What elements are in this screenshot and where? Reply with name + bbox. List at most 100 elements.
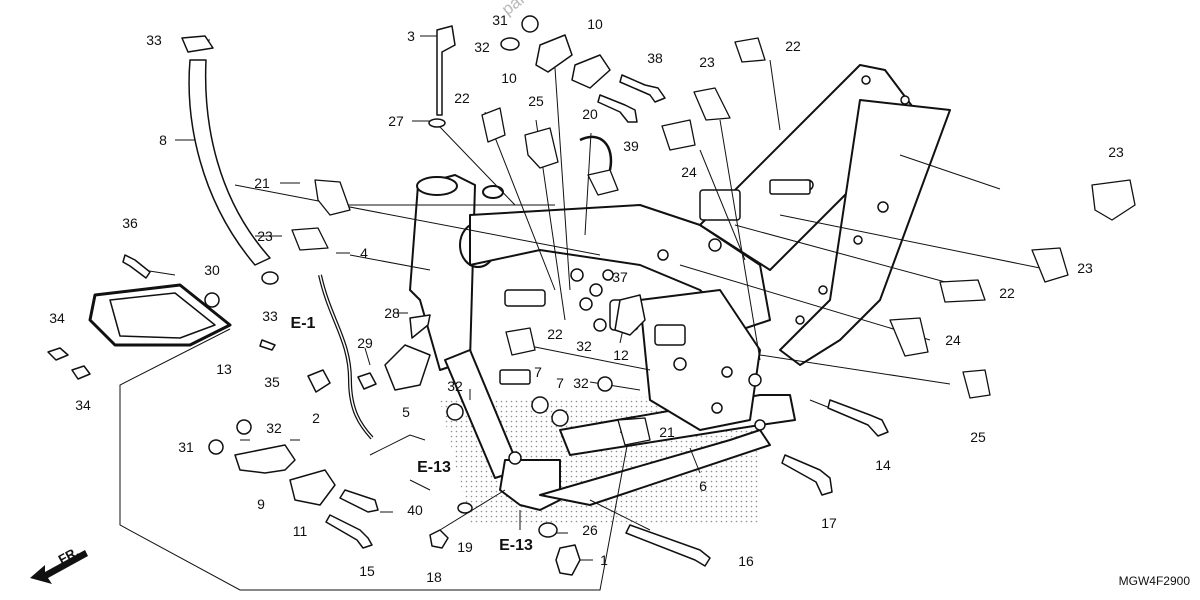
nut-29 [357, 372, 377, 390]
main-frame [409, 64, 951, 511]
callout-23b: 23 [257, 228, 273, 244]
callout-22c: 22 [999, 285, 1015, 301]
bracket-5 [384, 344, 431, 391]
diagram-code: MGW4F2900 [1118, 574, 1190, 588]
callout-22a: 22 [454, 90, 470, 106]
lower-cradle [499, 459, 561, 511]
callout-3: 3 [407, 28, 415, 44]
callout-24b: 24 [945, 332, 961, 348]
callout-4: 4 [360, 245, 368, 261]
callout-5: 5 [402, 404, 410, 420]
callout-8: 8 [159, 132, 167, 148]
dipstick-bolt [436, 25, 456, 116]
callout-10b: 10 [501, 70, 517, 86]
washer-27 [428, 118, 446, 128]
callout-17: 17 [821, 515, 837, 531]
clip-22b [734, 37, 766, 63]
clips [291, 37, 1136, 446]
sensor-1 [555, 544, 581, 576]
bolt-36 [122, 254, 151, 279]
nut-37 [589, 283, 603, 297]
clip-23b [693, 87, 731, 121]
breather-pipe-inner [319, 274, 373, 439]
ring-26 [538, 522, 558, 538]
clamp-33-mid [261, 271, 279, 285]
bolt-17 [781, 454, 833, 496]
callout-32b: 32 [447, 378, 463, 394]
plate-9 [234, 444, 296, 474]
callout-6: 6 [699, 478, 707, 494]
nut-32d [236, 419, 252, 435]
bolt-14 [827, 399, 889, 437]
clip-25b [962, 369, 991, 399]
callout-16: 16 [738, 553, 754, 569]
callout-32a: 32 [474, 39, 490, 55]
callout-35: 35 [264, 374, 280, 390]
clip-23a [291, 227, 329, 251]
callout-33b: 33 [262, 308, 278, 324]
callout-22b: 22 [785, 38, 801, 54]
callout-27: 27 [388, 113, 404, 129]
callout-25b: 25 [970, 429, 986, 445]
clip-22c [939, 279, 986, 303]
bolt-34b [71, 365, 91, 380]
clip-22a [481, 107, 506, 143]
ref-e1: E-1 [290, 315, 316, 332]
callout-30: 30 [204, 262, 220, 278]
head-pipe [409, 174, 476, 371]
callout-31b: 31 [178, 439, 194, 455]
bolt-35 [259, 339, 276, 351]
parts [47, 15, 889, 576]
callout-2: 2 [312, 410, 320, 426]
head-pipe-top [416, 176, 458, 196]
callout-37: 37 [612, 269, 628, 285]
callout-33a: 33 [146, 32, 162, 48]
hose-clamp-top [181, 35, 214, 53]
bolt-16 [625, 524, 711, 567]
nut-32a [446, 403, 464, 421]
callout-20: 20 [582, 106, 598, 122]
nut-32b [579, 297, 593, 311]
clip-22d [505, 327, 536, 356]
cradle-rail [539, 429, 771, 506]
bolt-15 [325, 514, 373, 549]
nut-31-top [521, 15, 539, 33]
ref-e13-bottom: E-13 [499, 537, 533, 554]
plate-12 [614, 294, 646, 336]
callout-25a: 25 [528, 93, 544, 109]
callout-1: 1 [600, 552, 608, 568]
clip-21a [314, 179, 351, 216]
callout-39: 39 [623, 138, 639, 154]
callout-32e: 32 [266, 420, 282, 436]
callout-26: 26 [582, 522, 598, 538]
callout-21a: 21 [254, 175, 270, 191]
callout-14: 14 [875, 457, 891, 473]
callout-7a: 7 [534, 364, 542, 380]
callout-23c: 23 [1108, 144, 1124, 160]
callout-7b: 7 [556, 375, 564, 391]
clip-25a [524, 127, 559, 169]
callout-28: 28 [384, 305, 400, 321]
nut-30 [204, 292, 220, 308]
callout-18: 18 [426, 569, 442, 585]
breather-hose [188, 59, 271, 266]
callout-34a: 34 [49, 310, 65, 326]
callout-40: 40 [407, 502, 423, 518]
bolt-40 [339, 489, 379, 513]
callout-12: 12 [613, 347, 629, 363]
washer-32-top [500, 37, 520, 51]
callout-15: 15 [359, 563, 375, 579]
callout-32d: 32 [573, 375, 589, 391]
clip-21mid [587, 169, 619, 196]
callout-23d: 23 [1077, 260, 1093, 276]
ref-e13-left: E-13 [417, 459, 451, 476]
callout-22d: 22 [547, 326, 563, 342]
callout-19: 19 [457, 539, 473, 555]
bolt-18 [429, 529, 449, 549]
clip-23c [1091, 179, 1136, 221]
front-arrow-icon [30, 550, 88, 584]
plate-11 [289, 469, 336, 506]
callout-31a: 31 [492, 12, 508, 28]
callout-11: 11 [292, 523, 308, 539]
